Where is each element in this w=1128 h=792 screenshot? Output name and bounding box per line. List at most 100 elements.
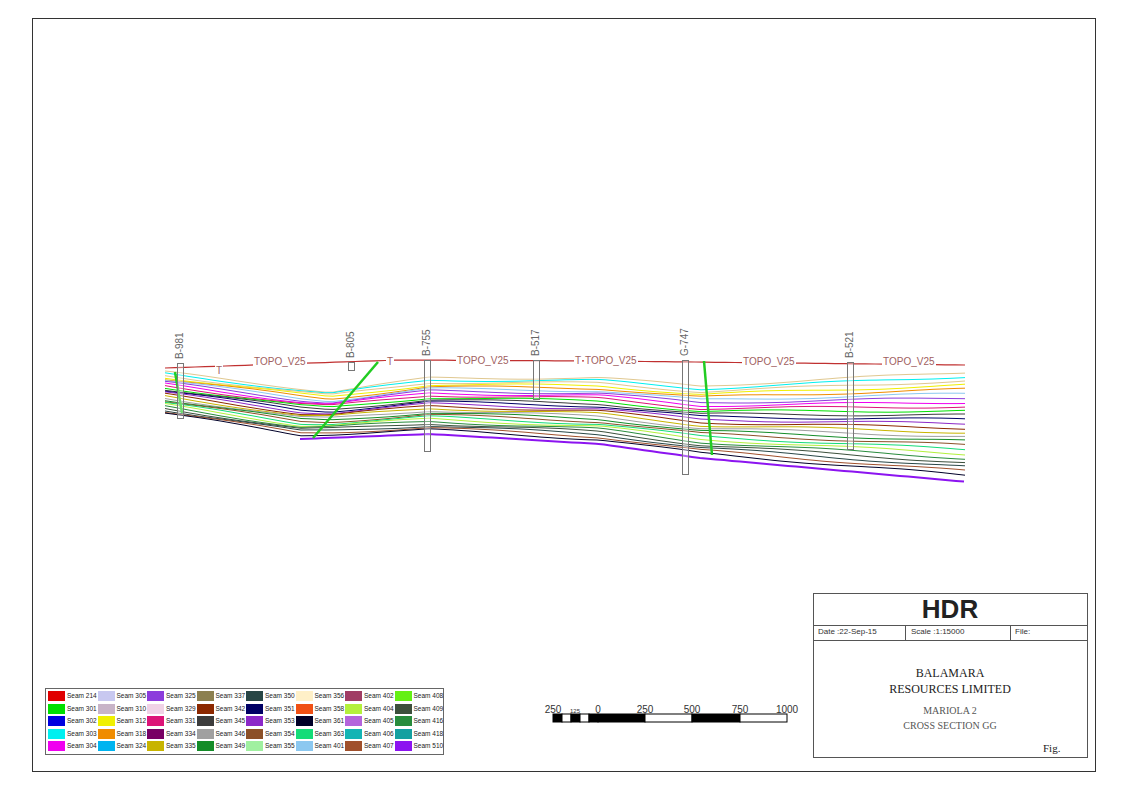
borehole: G-747: [682, 360, 689, 475]
section-label: TOPO_V25: [882, 356, 936, 367]
title-text: Date :22-Sep-15: [818, 628, 877, 637]
legend-swatch: [48, 704, 65, 714]
scale-segment: [645, 714, 692, 722]
legend-swatch: [197, 704, 214, 714]
legend-swatch: [296, 716, 313, 726]
title-rule: [1010, 625, 1011, 640]
legend-text: Seam 355: [265, 743, 295, 750]
seam-line: [165, 381, 965, 402]
scale-segment: [589, 714, 598, 722]
legend-text: Seam 304: [67, 743, 97, 750]
borehole: B-981: [177, 363, 184, 419]
legend-text: Seam 324: [117, 743, 147, 750]
seam-line: [165, 392, 965, 424]
borehole-label: G-747: [680, 327, 690, 357]
scale-bar: [553, 714, 787, 722]
legend-swatch: [296, 691, 313, 701]
legend-text: Seam 325: [166, 693, 196, 700]
title-text: Fig.: [1043, 742, 1060, 754]
title-text: BALAMARA: [916, 667, 985, 680]
legend-text: Seam 418: [414, 731, 444, 738]
legend-text: Seam 351: [265, 706, 295, 713]
legend-text: Seam 301: [67, 706, 97, 713]
scale-segment: [553, 714, 562, 722]
legend-swatch: [98, 716, 115, 726]
legend-text: Seam 358: [315, 706, 345, 713]
legend-swatch: [246, 729, 263, 739]
legend-text: Seam 312: [117, 718, 147, 725]
legend-text: Seam 402: [364, 693, 394, 700]
section-label: TOPO_V25: [253, 356, 307, 367]
scale-segment: [598, 714, 645, 722]
legend-text: Seam 350: [265, 693, 295, 700]
legend-text: Seam 345: [216, 718, 246, 725]
legend-swatch: [345, 741, 362, 751]
seam-lines: [165, 360, 965, 482]
legend-text: Seam 407: [364, 743, 394, 750]
legend-text: Seam 353: [265, 718, 295, 725]
legend-text: Seam 334: [166, 731, 196, 738]
borehole: B-521: [847, 362, 854, 450]
legend-text: Seam 510: [414, 743, 444, 750]
borehole: B-805: [348, 362, 355, 371]
scale-label: 500: [684, 704, 701, 715]
scale-segment: [562, 714, 571, 722]
legend-text: Seam 335: [166, 743, 196, 750]
scale-label: 750: [732, 704, 749, 715]
title-rule: [813, 640, 1088, 641]
legend-swatch: [296, 741, 313, 751]
legend-text: Seam 406: [364, 731, 394, 738]
legend-swatch: [345, 704, 362, 714]
legend-swatch: [246, 691, 263, 701]
section-label: TOPO_V25: [584, 355, 638, 366]
seam-line: [165, 402, 965, 445]
seam-line: [300, 434, 964, 482]
borehole-label: B-521: [845, 330, 855, 359]
borehole-label: B-755: [422, 328, 432, 357]
title-rule: [813, 625, 1088, 626]
scale-label: 250: [545, 704, 562, 715]
section-label: TOPO_V25: [456, 355, 510, 366]
scale-segment: [692, 714, 740, 722]
legend-swatch: [48, 729, 65, 739]
legend-swatch: [246, 741, 263, 751]
scale-segment: [571, 714, 580, 722]
seam-line: [165, 401, 965, 440]
legend-text: Seam 303: [67, 731, 97, 738]
legend-swatch: [296, 704, 313, 714]
legend-text: Seam 337: [216, 693, 246, 700]
legend-text: Seam 363: [315, 731, 345, 738]
title-text: Scale :1:15000: [911, 628, 964, 637]
legend-swatch: [345, 716, 362, 726]
legend-text: Seam 349: [216, 743, 246, 750]
legend-text: Seam 329: [166, 706, 196, 713]
legend-swatch: [197, 741, 214, 751]
title-text: RESOURCES LIMITED: [889, 683, 1011, 696]
legend-swatch: [395, 741, 412, 751]
title-text: CROSS SECTION GG: [903, 720, 996, 731]
scale-label: 250: [637, 704, 654, 715]
legend-swatch: [48, 716, 65, 726]
legend-box: [46, 689, 444, 755]
legend-text: Seam 318: [117, 731, 147, 738]
legend-swatch: [147, 704, 164, 714]
scale-segment: [580, 714, 589, 722]
legend-text: Seam 302: [67, 718, 97, 725]
legend-swatch: [147, 741, 164, 751]
section-label: T: [386, 356, 394, 367]
legend-swatch: [395, 704, 412, 714]
legend-text: Seam 305: [117, 693, 147, 700]
legend-swatch: [246, 704, 263, 714]
legend-text: Seam 416: [414, 718, 444, 725]
section-label: TOPO_V25: [742, 356, 796, 367]
legend-text: Seam 342: [216, 706, 246, 713]
legend-swatch: [197, 729, 214, 739]
legend-swatch: [197, 691, 214, 701]
title-text: HDR: [922, 595, 978, 624]
seam-line: [165, 413, 965, 475]
borehole-label: B-805: [346, 330, 356, 359]
fault-line: [313, 362, 378, 438]
legend-swatch: [48, 741, 65, 751]
title-text: File:: [1015, 628, 1030, 637]
